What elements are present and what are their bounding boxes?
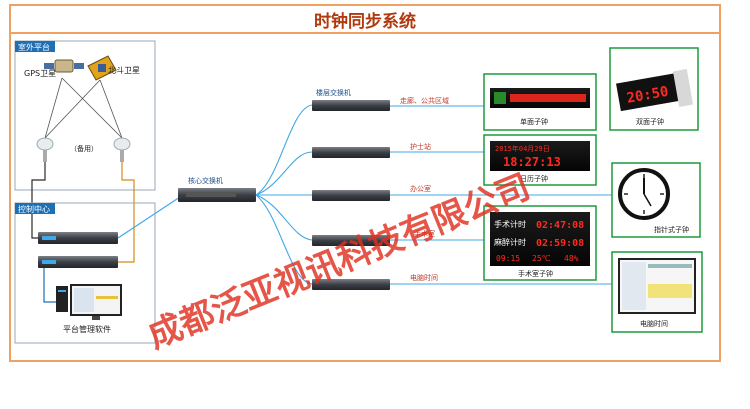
standby-label: （备用）: [70, 144, 98, 153]
or-row3-time: 09:15: [496, 254, 520, 263]
control-panel-tag: [15, 203, 55, 214]
server-monitor-link: [43, 268, 56, 303]
area-label-office: 办公室: [410, 184, 431, 193]
gps-satellite-icon: [44, 59, 84, 73]
area-label-computer-time: 电脑时间: [410, 273, 438, 282]
control-panel: [14, 202, 156, 344]
or-row2-label: 麻醉计时: [494, 237, 526, 247]
beidou-cable: [118, 162, 135, 263]
core-floor-links: [255, 104, 313, 285]
calendar-clock-icon: [490, 141, 590, 171]
analog-clock-icon: [618, 168, 670, 220]
gps-satellite-label: GPS卫星: [24, 69, 56, 78]
gps-antenna-icon: [36, 137, 54, 162]
double-clock-time: 20:50: [625, 84, 669, 107]
control-panel-label: 控制中心: [18, 204, 50, 214]
monitor-icon: [70, 284, 122, 320]
or-row1-time: 02:47:08: [536, 220, 584, 231]
double-clock-label: 双面子钟: [636, 117, 664, 126]
standby-server-icon: [38, 256, 118, 268]
calendar-clock-label: 日历子钟: [520, 174, 548, 183]
core-switch-icon: [178, 188, 256, 202]
software-label: 平台管理软件: [63, 324, 111, 334]
server-core-link: [117, 196, 181, 239]
double-clock-icon: [616, 69, 694, 112]
outdoor-panel-label: 室外平台: [18, 42, 50, 52]
or-clock-icon: [490, 212, 590, 266]
or-row2-time: 02:59:08: [536, 238, 584, 249]
floor-switch-icon: [312, 100, 390, 290]
computer-time-label: 电脑时间: [640, 319, 668, 328]
satellite-signal-lines: [44, 77, 123, 139]
server-label: 服务器: [60, 245, 81, 254]
area-label-nurse-station: 护士站: [410, 142, 431, 151]
outdoor-panel: [14, 40, 156, 191]
computer-screen-icon: [618, 258, 696, 314]
or-row3-humidity: 48%: [564, 254, 579, 263]
calendar-time: 18:27:13: [503, 155, 561, 169]
or-row3-temperature: 25℃: [532, 254, 551, 263]
primary-server-icon: [38, 232, 118, 244]
single-clock-icon: [490, 88, 590, 108]
tower-pc-icon: [56, 286, 68, 312]
floor-switch-label: 楼层交换机: [316, 88, 351, 97]
calendar-date: 2015年04月29日: [495, 144, 550, 153]
diagram-frame: [9, 4, 721, 362]
area-label-corridor: 走廊、公共区域: [400, 96, 449, 105]
core-switch-label: 核心交换机: [188, 176, 223, 185]
diagram-title: 时钟同步系统: [314, 12, 416, 32]
analog-clock-label: 指针式子钟: [654, 225, 689, 234]
or-row1-label: 手术计时: [494, 219, 526, 229]
beidou-antenna-icon: [113, 137, 131, 162]
beidou-satellite-icon: [87, 55, 117, 81]
outdoor-panel-tag: [15, 41, 55, 52]
title-bar: 时钟同步系统: [9, 4, 721, 34]
gps-cable: [31, 162, 46, 239]
or-clock-label: 手术室子钟: [518, 269, 553, 278]
area-label-operating-room: 手术室: [414, 229, 435, 238]
beidou-satellite-label: 北斗卫星: [108, 66, 140, 75]
single-clock-label: 单面子钟: [520, 117, 548, 126]
